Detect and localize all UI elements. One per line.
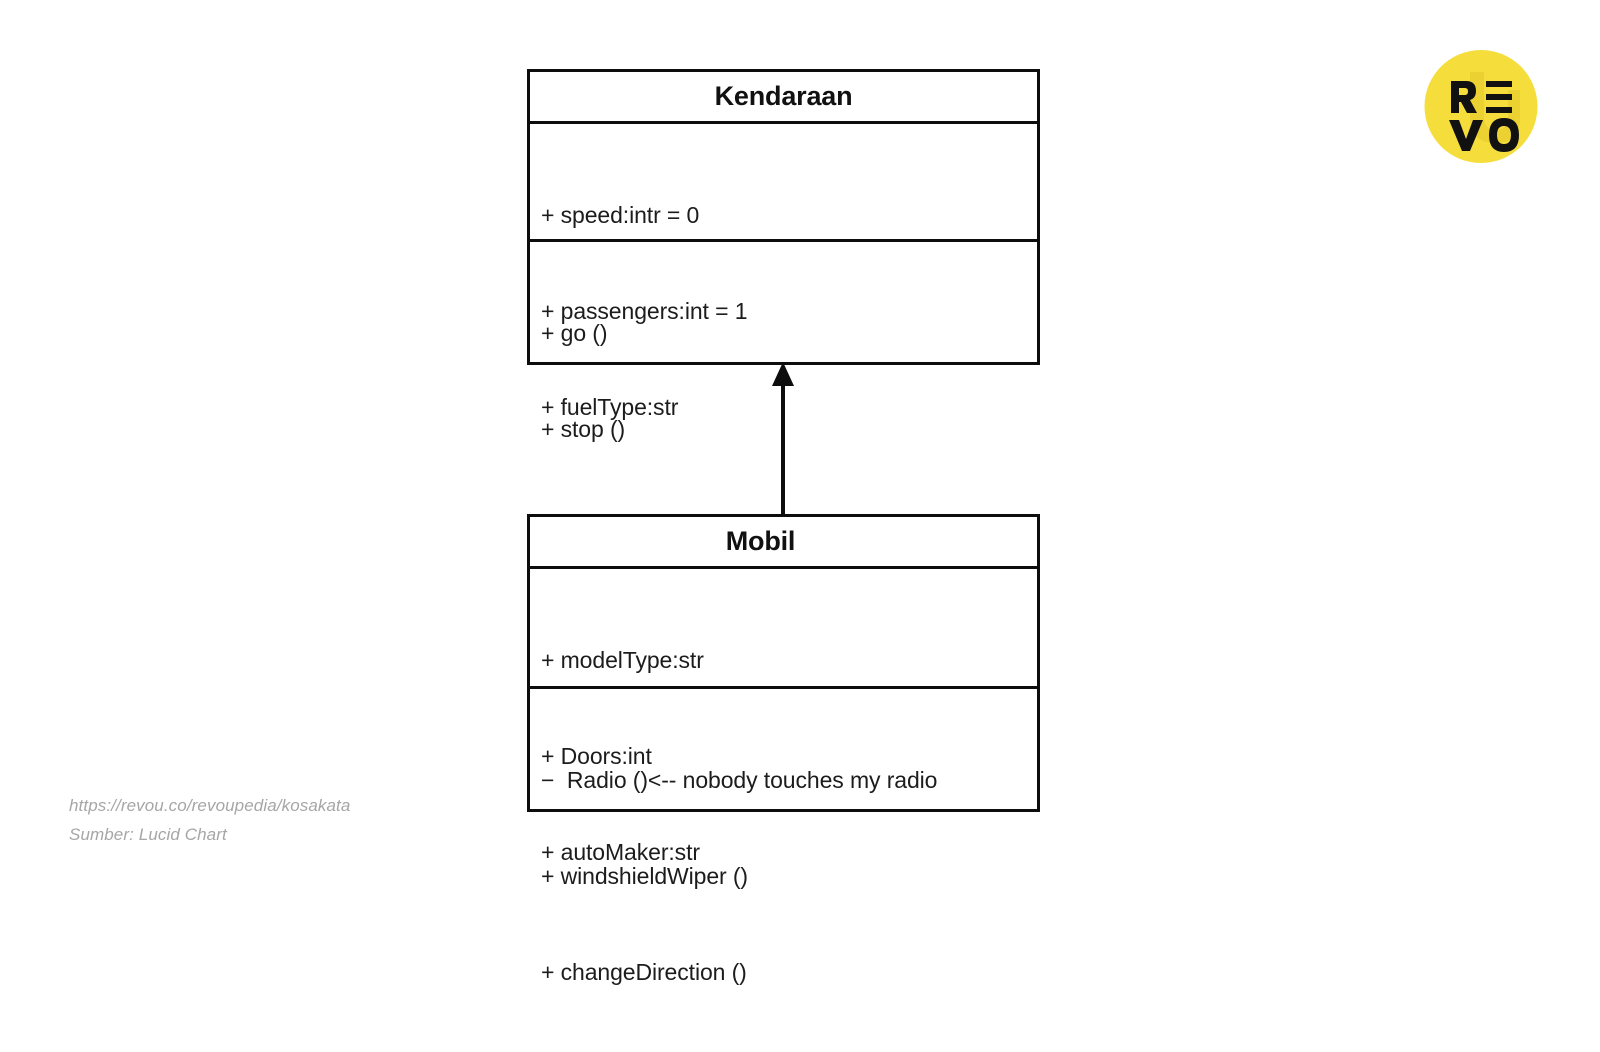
uml-class-title-mobil: Mobil	[530, 517, 1037, 569]
uml-operation-row: + go ()	[541, 320, 608, 346]
uml-attribute-row: + fuelType:str	[541, 394, 679, 420]
generalization-arrow-icon	[772, 362, 794, 518]
uml-operation-row: − Radio ()<-- nobody touches my radio	[541, 767, 938, 793]
uml-attribute-row: + Doors:int	[541, 743, 652, 769]
uml-attributes-mobil: + modelType:str + Doors:int + autoMaker:…	[530, 569, 1037, 865]
uml-attribute-row: + modelType:str	[541, 647, 704, 673]
uml-attribute-row: + autoMaker:str	[541, 839, 700, 865]
uml-attribute-row: + passengers:int = 1	[541, 298, 748, 324]
uml-class-kendaraan[interactable]: Kendaraan + speed:intr = 0 + passengers:…	[527, 69, 1040, 538]
source-caption: https://revou.co/revoupedia/kosakata Sum…	[69, 791, 350, 849]
uml-attribute-row: + speed:intr = 0	[541, 202, 700, 228]
source-attribution: Sumber: Lucid Chart	[69, 825, 227, 844]
uml-class-mobil[interactable]: Mobil + modelType:str + Doors:int + auto…	[527, 514, 1040, 985]
uml-class-title-kendaraan: Kendaraan	[530, 72, 1037, 124]
revou-logo	[1424, 50, 1538, 163]
uml-attributes-kendaraan: + speed:intr = 0 + passengers:int = 1 + …	[530, 124, 1037, 420]
diagram-canvas: Kendaraan + speed:intr = 0 + passengers:…	[69, 50, 1538, 985]
source-url[interactable]: https://revou.co/revoupedia/kosakata	[69, 796, 351, 815]
uml-operation-row: + windshieldWiper ()	[541, 863, 748, 889]
uml-operation-row: + stop ()	[541, 416, 626, 442]
uml-operation-row: + changeDirection ()	[541, 959, 747, 985]
